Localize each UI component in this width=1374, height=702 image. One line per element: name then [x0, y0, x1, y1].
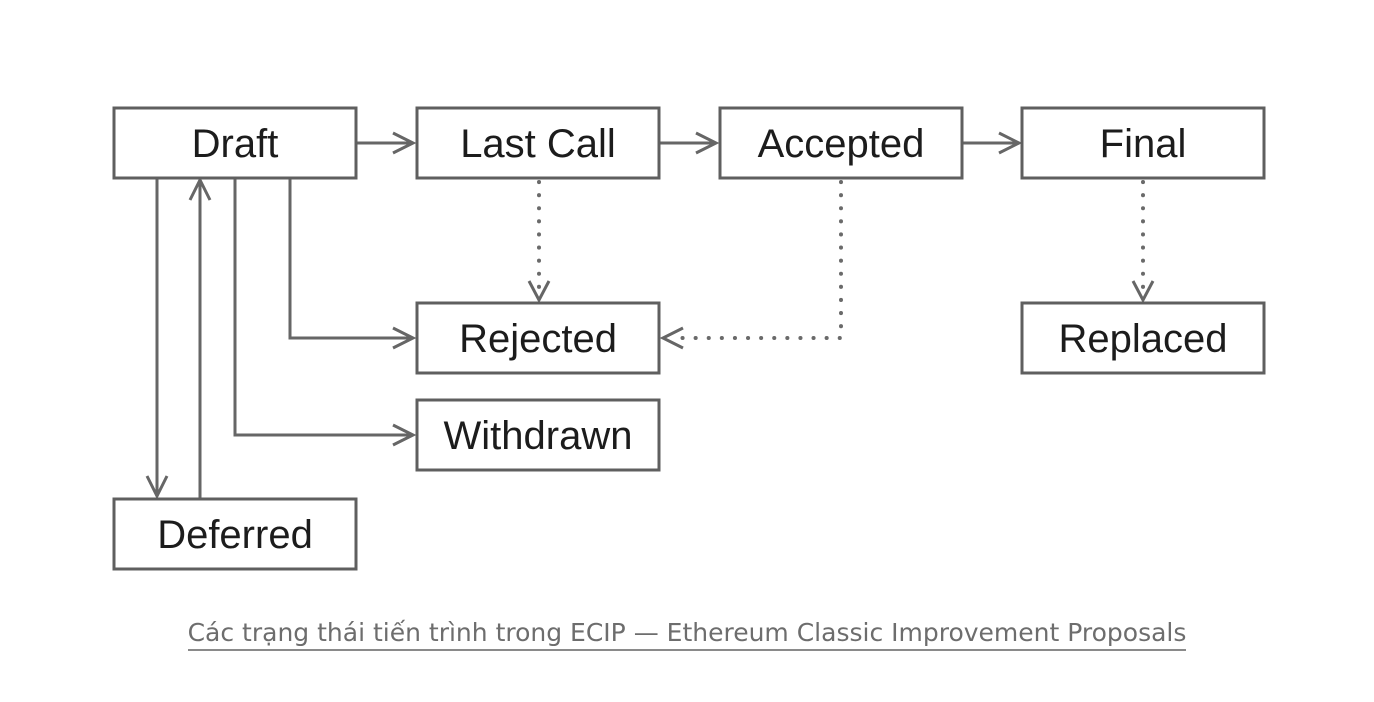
edge-draft-to-rejected	[288, 177, 412, 340]
arrowhead-draft	[188, 176, 212, 201]
state-accepted: Accepted	[718, 106, 964, 180]
arrowhead-final	[998, 131, 1023, 155]
caption-link[interactable]: Các trạng thái tiến trình trong ECIP — E…	[187, 618, 1187, 651]
state-replaced: Replaced	[1020, 301, 1266, 375]
state-rejected-label: Rejected	[459, 317, 617, 361]
state-replaced-label: Replaced	[1058, 317, 1227, 361]
state-draft-label: Draft	[192, 122, 279, 166]
arrowhead-rejected-top	[527, 280, 551, 304]
state-final-label: Final	[1100, 122, 1187, 166]
arrowhead-withdrawn	[392, 423, 417, 447]
state-withdrawn: Withdrawn	[415, 398, 661, 472]
state-withdrawn-label: Withdrawn	[444, 414, 633, 458]
arrowhead-accepted	[695, 131, 720, 155]
state-last-call: Last Call	[415, 106, 661, 180]
ecip-status-diagram: Draft Last Call Accepted Final Rejected …	[112, 106, 1266, 571]
figure-caption: Các trạng thái tiến trình trong ECIP — E…	[0, 618, 1374, 651]
arrowhead-rejected-right	[659, 326, 684, 350]
state-rejected: Rejected	[415, 301, 661, 375]
edge-draft-to-withdrawn	[233, 177, 412, 437]
arrowhead-rejected-left	[392, 326, 417, 350]
edge-accepted-to-rejected	[678, 180, 843, 340]
arrowhead-replaced	[1131, 280, 1155, 304]
arrowhead-deferred	[145, 475, 169, 500]
arrowhead-last-call	[392, 131, 417, 155]
state-draft: Draft	[112, 106, 358, 180]
state-deferred: Deferred	[112, 497, 358, 571]
state-deferred-label: Deferred	[157, 513, 313, 557]
state-last-call-label: Last Call	[460, 122, 616, 166]
state-accepted-label: Accepted	[758, 122, 925, 166]
state-final: Final	[1020, 106, 1266, 180]
